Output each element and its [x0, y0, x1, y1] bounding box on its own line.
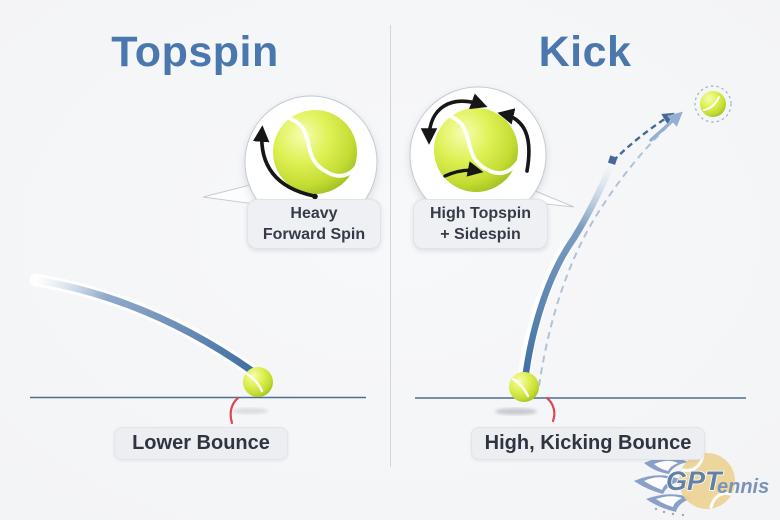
kick-trajectory	[517, 111, 683, 388]
right-spin-callout-line2: + Sidespin	[440, 226, 521, 243]
tennis-ball-icon	[273, 110, 357, 194]
left-bounce-label: Lower Bounce	[114, 427, 288, 460]
ball-seam	[511, 377, 530, 398]
trajectory-dashed-light	[538, 126, 668, 387]
spin-bubble-right	[409, 86, 575, 224]
ball-seam	[703, 96, 720, 111]
flight-direction-arrow-icon	[649, 111, 683, 142]
sidespin-arrow-icon	[497, 108, 531, 173]
tennis-ball-icon	[434, 108, 518, 192]
left-spin-callout-line1: Heavy	[290, 205, 338, 222]
left-spin-callout: Heavy Forward Spin	[247, 199, 381, 249]
topspin-trajectory	[29, 273, 259, 378]
trajectory-line	[521, 160, 616, 384]
trajectory-glow	[29, 273, 259, 378]
logo-tennis-ball-icon	[679, 453, 735, 509]
right-spin-callout: High Topspin + Sidespin	[413, 199, 548, 249]
right-bounce-label: High, Kicking Bounce	[471, 427, 705, 460]
ball-shadow-left	[232, 408, 268, 414]
gptennis-logo: GPT ennis	[628, 443, 778, 517]
left-spin-callout-line2: Forward Spin	[262, 226, 366, 243]
ball-shadow-right	[495, 408, 537, 415]
logo-text-bold: GPT	[666, 466, 724, 496]
trajectory-line	[32, 276, 256, 375]
apex-ball-halo	[694, 85, 732, 123]
right-spin-callout-line1: High Topspin	[429, 205, 531, 222]
bounce-ball-left	[243, 367, 273, 397]
kick-apex-ball	[694, 85, 732, 123]
spin-arrow-dot	[312, 193, 318, 200]
spin-bubble-left	[202, 95, 378, 229]
topspin-arrow-icon	[420, 93, 488, 145]
forward-spin-arrow-icon	[252, 125, 316, 198]
logo-flame-icon	[634, 457, 692, 517]
logo-artwork: GPT ennis	[634, 453, 769, 517]
panel-divider	[390, 25, 391, 467]
bounce-ball-right	[509, 372, 539, 402]
bounce-arc-red-right	[545, 396, 556, 423]
lateral-spin-arrow-icon	[443, 161, 484, 178]
left-panel-title: Topspin	[111, 28, 279, 76]
ball-seam	[289, 117, 359, 178]
bounce-arc-red-left	[229, 396, 240, 425]
ball-seam	[245, 372, 264, 393]
logo-text-rest: ennis	[717, 476, 769, 498]
right-panel-title: Kick	[538, 28, 632, 76]
